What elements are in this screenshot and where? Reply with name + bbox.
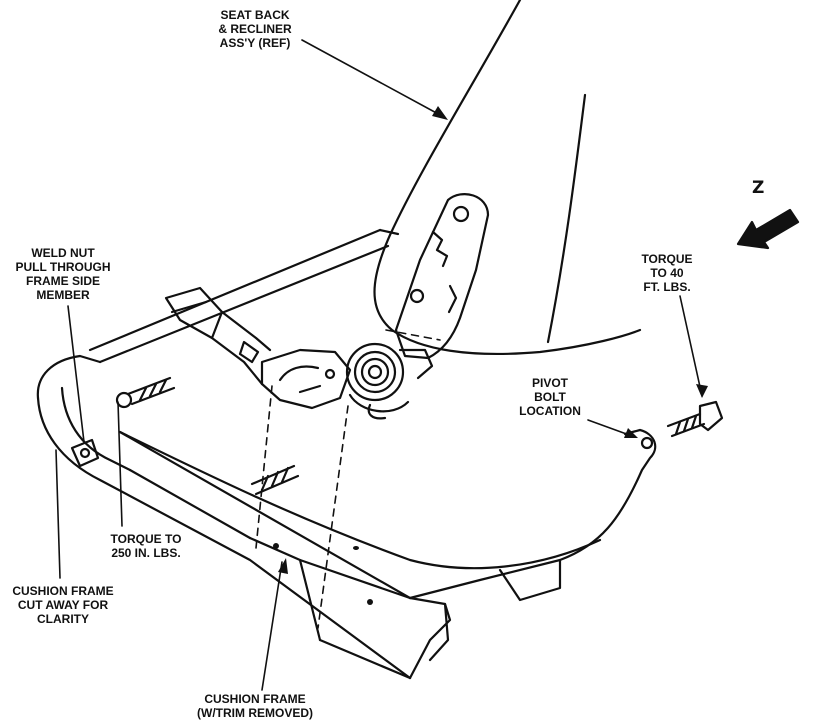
cushion-frame-body: [36, 354, 452, 680]
label-pivot-bolt: PIVOT BOLT LOCATION: [519, 376, 581, 418]
label-cushion-cutaway: CUSHION FRAME CUT AWAY FOR CLARITY: [12, 584, 114, 626]
frame-holes: [273, 543, 373, 605]
weld-nut-bolt: [250, 464, 300, 496]
weld-nut: [70, 438, 100, 468]
cushion-pan-edge: [118, 428, 657, 602]
label-torque-250: TORQUE TO 250 IN. LBS.: [110, 532, 182, 560]
outer-frame-rail: [88, 228, 400, 364]
leader-arrowheads: [278, 106, 708, 574]
latch-plate: [260, 348, 352, 410]
recliner-mechanism: [345, 342, 434, 420]
label-torque-40: TORQUE TO 40 FT. LBS.: [641, 252, 693, 294]
leader-lines: [55, 39, 703, 691]
label-cushion-frame: CUSHION FRAME (W/TRIM REMOVED): [197, 692, 313, 720]
view-marker-z: Z: [752, 178, 765, 198]
seat-back-assembly: [373, 0, 642, 356]
pivot-bolt: [666, 400, 724, 438]
release-lever: [164, 286, 272, 386]
recliner-bracket: [394, 193, 490, 360]
view-direction-arrow: [736, 208, 800, 250]
recliner-bolt: [115, 376, 176, 409]
label-weld-nut: WELD NUT PULL THROUGH FRAME SIDE MEMBER: [15, 246, 111, 302]
label-seat-back: SEAT BACK & RECLINER ASS'Y (REF): [218, 8, 292, 50]
mounting-dashed-lines: [255, 329, 441, 629]
